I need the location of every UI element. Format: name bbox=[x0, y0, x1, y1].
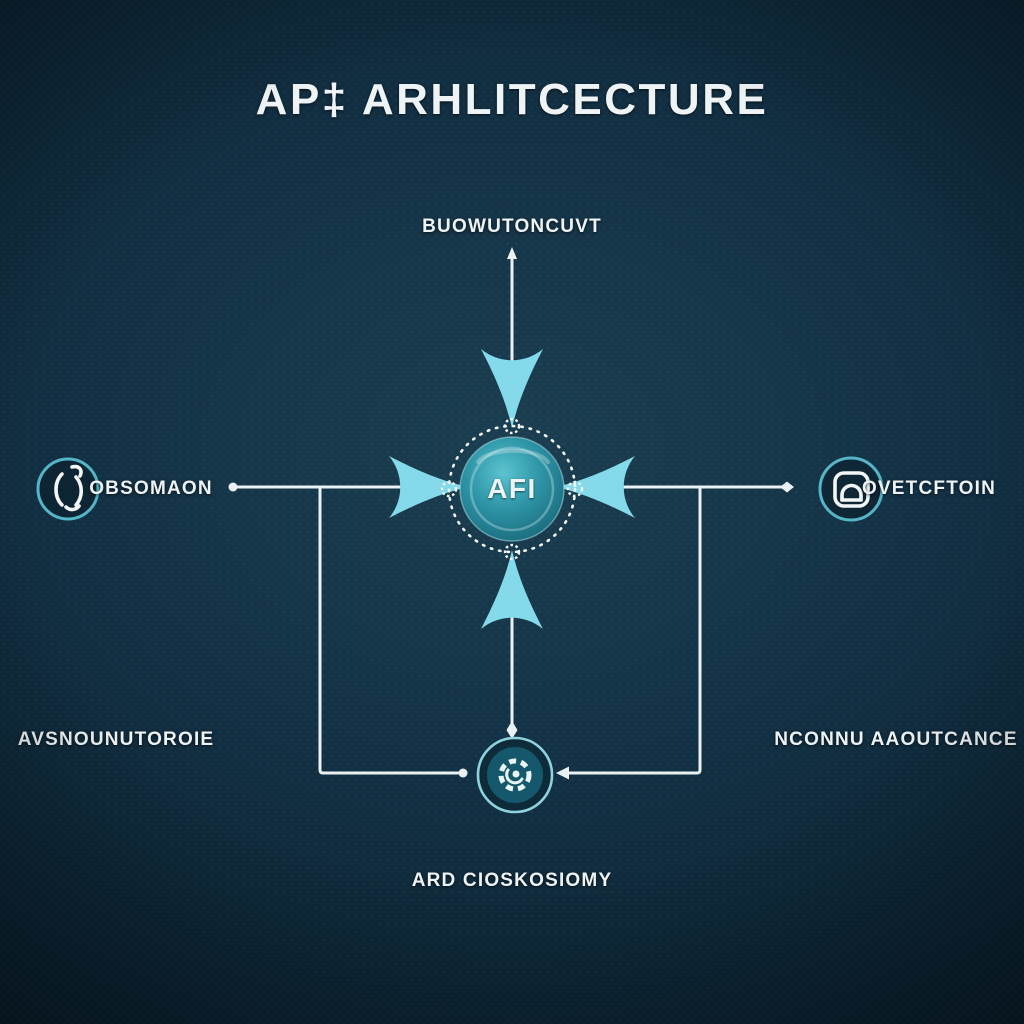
gear-icon bbox=[503, 417, 521, 435]
bottom-left-label: AVSNOUNUTOROIE bbox=[17, 729, 215, 750]
bottom-right-label: NCONNU AAOUTCANCE bbox=[774, 729, 1018, 750]
bottom-right-end-arrow bbox=[556, 766, 569, 780]
bottom-left-end-dot bbox=[458, 768, 468, 778]
center-line-end-diamond bbox=[506, 721, 518, 739]
arrow-right-icon bbox=[389, 456, 468, 518]
sync-brackets-icon bbox=[54, 464, 84, 512]
right-line-end-diamond bbox=[780, 481, 794, 493]
flow-arrows bbox=[389, 349, 635, 629]
api-node-label: AFI bbox=[487, 473, 537, 504]
left-node bbox=[36, 457, 100, 521]
bottom-center-label: ARD CIOSKOSIOMY bbox=[411, 870, 613, 891]
top-line-tip bbox=[507, 247, 517, 259]
api-sphere-inner-ring bbox=[469, 446, 555, 532]
dotted-ring bbox=[447, 424, 577, 554]
bottom-node bbox=[476, 736, 554, 814]
left-line-start-dot bbox=[228, 482, 238, 492]
line-end-markers bbox=[228, 247, 794, 780]
gear-icon bbox=[566, 480, 584, 498]
arrow-left-icon bbox=[556, 456, 635, 518]
left-node-ring bbox=[36, 457, 100, 521]
page-title: AP‡ ARHLITCECTURE bbox=[255, 75, 769, 124]
right-node bbox=[818, 456, 884, 522]
api-node bbox=[440, 417, 584, 561]
ring-gear-icons bbox=[440, 417, 584, 561]
gear-icon bbox=[503, 543, 521, 561]
api-sphere bbox=[459, 436, 565, 542]
sphere-highlight bbox=[476, 448, 550, 464]
left-node-label: OBSOMAON bbox=[89, 478, 213, 499]
gear-icon bbox=[440, 480, 458, 498]
arrow-up-icon bbox=[481, 550, 543, 629]
right-routing-line bbox=[566, 487, 702, 775]
gear-emblem-icon bbox=[498, 758, 532, 792]
right-node-label: OVETCFTOIN bbox=[861, 478, 997, 499]
top-label: BUOWUTONCUVT bbox=[422, 216, 602, 237]
left-routing-line bbox=[318, 487, 460, 775]
rounded-arch-icon bbox=[833, 471, 870, 508]
arrow-down-icon bbox=[481, 349, 543, 428]
